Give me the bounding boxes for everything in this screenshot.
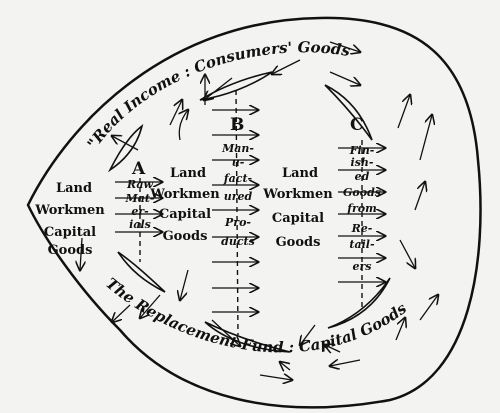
circulation-arrow [300,324,316,345]
raw-materials-text: Raw [126,178,154,191]
circulation-arrow [395,318,405,341]
circulation-arrow [399,239,415,268]
manufactured-products-text: u- [232,156,245,169]
circulation-arrow [112,136,139,151]
factor-a-capital: Capital [159,207,211,222]
stage-label-a: A [131,159,146,179]
raw-materials-text: er- [131,205,149,218]
factor-a-land: Land [170,166,206,181]
circulation-arrow [280,362,291,370]
circulation-arrow [112,304,131,322]
crescent-top-b [199,71,273,101]
circulation-arrow [272,59,301,74]
crescent-bottom-a [117,251,166,293]
stage-label-c: C [350,115,364,135]
factor-b-workmen: Workmen [262,187,333,202]
circulation-arrow [204,77,233,100]
manufactured-products-text: ured [224,190,253,203]
finished-goods-text: from [346,202,377,215]
crescent-bottom-b [204,321,291,353]
divider-b [235,89,239,336]
manufactured-products-text: ducts [221,235,255,248]
crescent-top-a [107,124,144,173]
left-factor-capital: Capital [44,225,96,240]
factor-a-workmen: Workmen [149,187,220,202]
stage-label-b: B [230,115,244,135]
manufactured-products-text: Man- [221,142,254,155]
factor-b-capital: Capital [272,211,324,226]
manufactured-products-text: Pro- [224,216,251,229]
circulation-arrow [140,294,161,318]
circulation-arrow [330,360,361,366]
circulation-arrow [329,71,360,85]
factor-b-land: Land [282,166,318,181]
bottom-arc-caption: The Replacement Fund : Capital Goods [102,274,410,356]
circulation-arrow [259,375,292,380]
circulation-arrow [419,295,438,321]
circulation-arrow [414,182,425,211]
circulation-arrow [397,95,410,129]
finished-goods-text: Goods [343,186,381,199]
finished-goods-text: Fin- [349,144,375,157]
factor-b-goods: Goods [276,235,321,250]
circulation-arrow [169,100,182,126]
circulation-arrow [80,237,82,270]
circulation-arrow [211,319,240,346]
finished-goods-text: Re- [351,222,373,235]
raw-materials-text: Mat- [125,192,155,205]
left-factor-workmen: Workmen [34,203,105,218]
circulation-arrow [179,110,188,141]
finished-goods-text: ers [353,260,372,273]
finished-goods-text: ish- [351,156,374,169]
circulation-arrow [180,269,189,300]
manufactured-products-text: fact- [223,172,253,185]
circulation-arrow [325,345,341,352]
left-factor-goods: Goods [48,243,93,258]
crescent-bottom-c [327,277,391,329]
outer-boundary [26,16,482,409]
circulation-arrow [419,115,432,161]
raw-materials-text: ials [129,218,151,231]
left-factor-land: Land [56,181,92,196]
finished-goods-text: ed [355,170,370,183]
factor-a-goods: Goods [163,229,208,244]
finished-goods-text: tail- [349,238,375,251]
circulation-arrow [329,41,360,52]
crescent-top-c [324,84,373,141]
